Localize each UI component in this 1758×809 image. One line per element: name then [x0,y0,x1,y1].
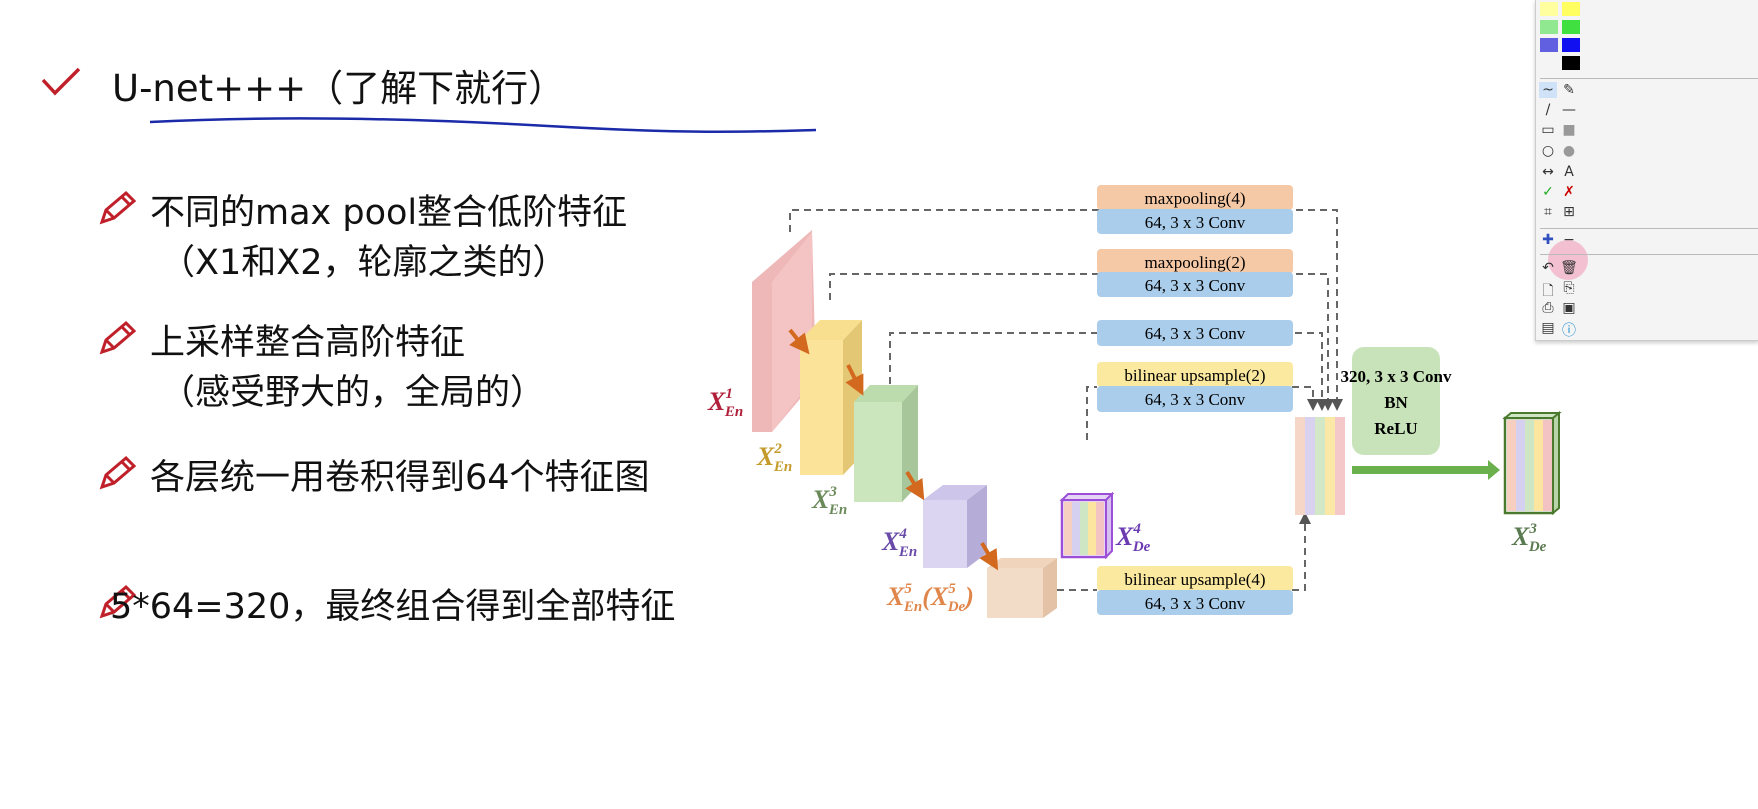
color-swatch-green[interactable] [1562,20,1580,34]
zoom-out-icon[interactable]: − [1563,232,1575,248]
encoder-block-5 [987,558,1057,618]
hline-tool-icon[interactable]: — [1562,102,1576,118]
pencil-icon [99,455,137,490]
op-upsample2: bilinear upsample(2) 64, 3 x 3 Conv [1097,362,1293,412]
filled-ellipse-tool-icon[interactable]: ● [1562,143,1576,159]
color-swatch-blue[interactable] [1562,38,1580,52]
downsample-arrows [788,328,999,571]
concatenated-features [1295,417,1345,515]
undo-icon[interactable]: ↶ [1542,260,1554,276]
filled-rectangle-tool-icon[interactable]: ■ [1562,122,1576,138]
arrow-tool-icon[interactable]: ↔ [1542,164,1554,180]
decoder-block-4 [1059,491,1115,560]
svg-text:64, 3 x 3 Conv: 64, 3 x 3 Conv [1145,390,1246,409]
svg-text:64, 3 x 3 Conv: 64, 3 x 3 Conv [1145,213,1246,232]
line-tool-icon[interactable]: / [1545,102,1551,118]
rectangle-tool-icon[interactable]: ▭ [1541,122,1555,138]
pencil-icon [99,190,137,225]
svg-text:64, 3 x 3 Conv: 64, 3 x 3 Conv [1145,276,1246,295]
op-upsample4: bilinear upsample(4) 64, 3 x 3 Conv [1097,566,1293,615]
svg-text:64, 3 x 3 Conv: 64, 3 x 3 Conv [1145,594,1246,613]
copy-icon[interactable]: ⎘ [1563,280,1575,296]
freehand-tool-icon[interactable]: ~ [1539,82,1557,98]
op-maxpool2: maxpooling(2) 64, 3 x 3 Conv [1097,249,1293,297]
op-conv: 64, 3 x 3 Conv [1097,320,1293,346]
color-swatch-light-blue[interactable] [1540,38,1558,52]
color-swatch-black[interactable] [1562,56,1580,70]
save-icon[interactable]: ▣ [1562,300,1576,316]
crop-tool-icon[interactable]: ⌗ [1544,204,1552,220]
encoder-block-4 [923,485,987,568]
zoom-box-tool-icon[interactable]: ⊞ [1563,204,1575,220]
delete-icon[interactable]: 🗑 [1560,260,1578,276]
bullet-text: 5*64=320，最终组合得到全部特征 [110,587,676,627]
bullet-text: 各层统一用卷积得到64个特征图 [150,458,650,498]
check-tool-icon[interactable]: ✓ [1542,184,1554,200]
bullet-text: 上采样整合高阶特征 [150,323,466,363]
cursor-highlight [1548,240,1588,280]
checkmark-icon [41,67,81,96]
op-maxpool4: maxpooling(4) 64, 3 x 3 Conv [1097,185,1293,234]
handwritten-underline [149,117,817,134]
highlighter-tool-icon[interactable]: ✎ [1563,82,1575,98]
pencil-icon [99,320,137,355]
svg-text:bilinear upsample(2): bilinear upsample(2) [1124,366,1265,385]
svg-text:maxpooling(4): maxpooling(4) [1144,189,1245,208]
bullet-text: 不同的max pool整合低阶特征 [150,193,628,233]
slide-title: U-net+++（了解下就行） [112,67,566,110]
color-swatch-yellow[interactable] [1562,2,1580,16]
print-icon[interactable]: ⎙ [1542,300,1554,316]
svg-text:ReLU: ReLU [1374,419,1417,438]
encoder-block-3 [854,385,918,502]
zoom-in-icon[interactable]: ✚ [1542,232,1554,248]
annotation-toolbar: ~ ✎ / — ▭ ■ ○ ● ↔ A ✓ ✗ ⌗ ⊞ ✚ − ↶ 🗑 🗋 ⎘ … [1535,0,1758,341]
encoder-block-2 [800,320,862,475]
properties-icon[interactable]: ▤ [1541,320,1555,336]
output-arrow [1352,460,1500,480]
color-swatch-light-green[interactable] [1540,20,1558,34]
decoder-block-3 [1502,410,1562,516]
new-page-icon[interactable]: 🗋 [1542,283,1554,299]
bullet-subtext: （X1和X2，轮廓之类的） [160,243,568,283]
info-icon[interactable]: ⓘ [1562,323,1576,339]
ellipse-tool-icon[interactable]: ○ [1541,143,1555,159]
svg-text:maxpooling(2): maxpooling(2) [1144,253,1245,272]
text-tool-icon[interactable]: A [1564,164,1574,180]
svg-text:bilinear upsample(4): bilinear upsample(4) [1124,570,1265,589]
pencil-icon [99,584,137,619]
fusion-conv-box: 320, 3 x 3 Conv BN ReLU [1341,347,1452,455]
color-swatch-light-yellow[interactable] [1540,2,1558,16]
bullet-subtext: （感受野大的，全局的） [160,373,546,413]
svg-text:BN: BN [1384,393,1408,412]
cross-tool-icon[interactable]: ✗ [1563,184,1575,200]
svg-text:64, 3 x 3 Conv: 64, 3 x 3 Conv [1145,324,1246,343]
svg-text:320, 3 x 3 Conv: 320, 3 x 3 Conv [1341,367,1452,386]
